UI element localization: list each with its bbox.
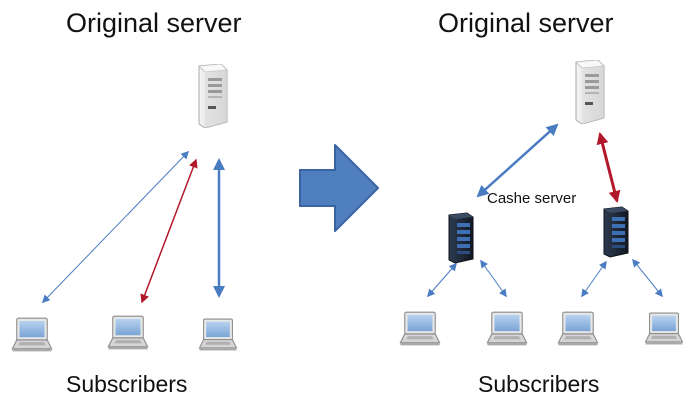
cache-link-arrow-red bbox=[596, 132, 621, 203]
laptop-icon bbox=[644, 312, 684, 345]
link-arrow-red bbox=[140, 158, 198, 304]
right-title: Original server bbox=[438, 8, 614, 38]
laptop-icon bbox=[11, 317, 53, 352]
laptop-icon bbox=[198, 318, 238, 351]
laptop-icon bbox=[399, 311, 441, 346]
cache-link-arrow-blue bbox=[476, 123, 559, 198]
original-server-icon-right bbox=[575, 60, 605, 124]
sub-link-arrow bbox=[480, 259, 507, 298]
laptop-icon bbox=[486, 311, 528, 346]
right-subscribers-label: Subscribers bbox=[478, 371, 600, 397]
laptop-icon bbox=[557, 311, 599, 346]
laptop-icon bbox=[107, 315, 149, 350]
cache-server-icon-left bbox=[448, 212, 474, 264]
cache-server-label: Cashe server bbox=[487, 190, 577, 207]
left-subscribers-label: Subscribers bbox=[66, 371, 188, 397]
sub-link-arrow bbox=[632, 258, 663, 298]
sub-link-arrow bbox=[581, 260, 607, 298]
original-server-icon-left bbox=[198, 64, 228, 128]
left-title: Original server bbox=[66, 8, 242, 38]
right-arrow-icon bbox=[299, 144, 379, 232]
link-arrow-blue-thin bbox=[41, 150, 190, 304]
cache-server-icon-right bbox=[603, 206, 629, 258]
sub-link-arrow bbox=[427, 262, 457, 298]
